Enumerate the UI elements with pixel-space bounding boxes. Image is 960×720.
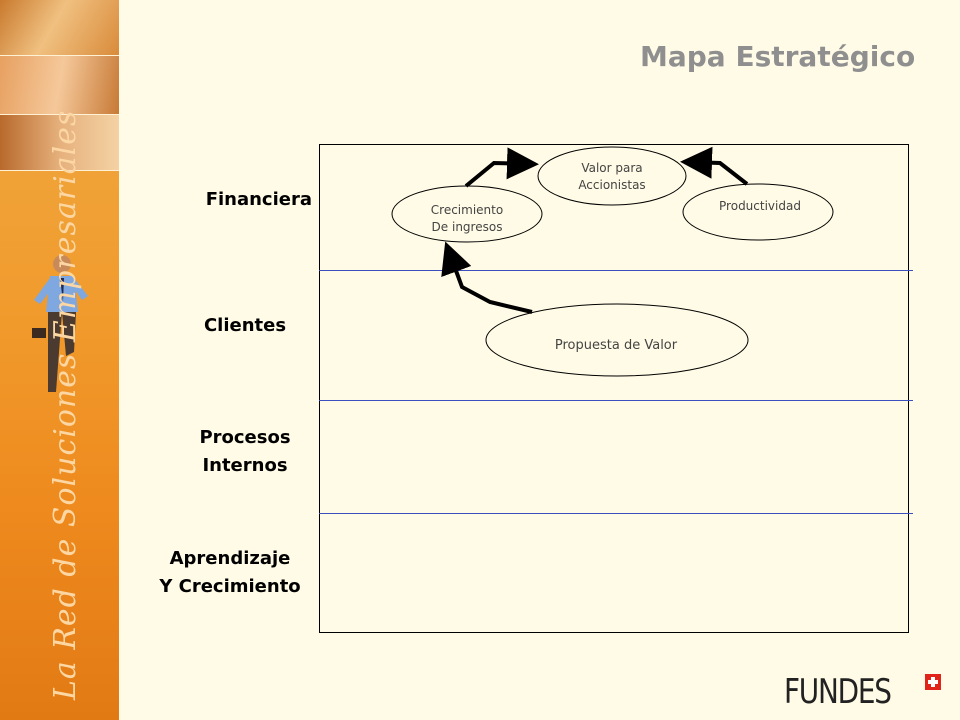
objective-value-proposition-node [485,303,749,377]
divider [0,114,119,115]
perspective-learning-label-line1: Aprendizaje [169,548,291,569]
objective-value-proposition-line1: Propuesta de Valor [554,338,678,353]
objective-shareholder-value: Valor para Accionistas [552,160,672,194]
arrow-value-proposition-to-revenue [441,241,533,314]
objective-value-proposition: Propuesta de Valor [526,337,706,354]
objective-shareholder-value-line2: Accionistas [578,178,646,192]
photo-image [0,0,119,55]
perspective-internal-processes: Procesos Internos [145,424,345,480]
divider [0,170,119,171]
divider [0,55,119,56]
perspective-customers-label: Clientes [203,315,287,336]
handshake-photo-image [0,115,119,170]
arrow-revenue-to-shareholder-value [464,147,539,188]
objective-revenue-growth: Crecimiento De ingresos [407,202,527,236]
objective-productivity-line1: Productividad [719,199,801,213]
perspective-financial: Financiera [150,186,312,214]
page-title: Mapa Estratégico [640,40,916,73]
fundes-logo: FUNDES [784,672,892,712]
row-divider [319,270,913,271]
running-businessman-image [32,255,88,392]
perspective-internal-label-line1: Procesos [199,427,291,448]
swiss-cross-icon [925,674,941,690]
objective-revenue-growth-line1: Crecimiento [430,203,504,217]
row-divider [319,400,913,401]
perspective-financial-label: Financiera [205,189,312,210]
perspective-learning-growth: Aprendizaje Y Crecimiento [130,545,330,601]
objective-revenue-growth-line2: De ingresos [431,220,503,234]
objective-productivity-node [682,183,834,241]
strategy-map-frame [319,144,909,633]
photo-image [0,56,119,114]
perspective-internal-label-line2: Internos [202,455,288,476]
perspective-customers: Clientes [145,312,345,340]
arrow-productivity-to-shareholder-value [680,146,749,186]
sidebar-banner: La Red de Soluciones Empresariales [0,0,119,720]
perspective-learning-label-line2: Y Crecimiento [159,576,301,597]
objective-shareholder-value-line1: Valor para [581,161,643,175]
objective-productivity: Productividad [700,198,820,215]
row-divider [319,513,913,514]
